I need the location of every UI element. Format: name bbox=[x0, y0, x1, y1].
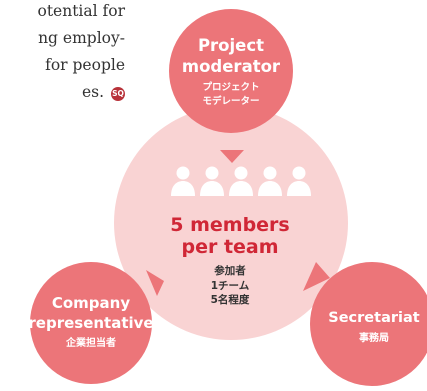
arrow-left-icon bbox=[146, 270, 164, 296]
person-icon bbox=[287, 166, 311, 196]
center-title-line: per team bbox=[181, 236, 279, 258]
center-jp-line: 参加者 bbox=[214, 265, 246, 277]
arrow-down-icon bbox=[220, 150, 244, 163]
company-en-line: Company bbox=[51, 294, 131, 312]
body-text-line: es. SQ bbox=[0, 79, 125, 106]
company-node bbox=[30, 262, 152, 384]
secretariat-jp: 事務局 bbox=[359, 333, 389, 344]
person-icon bbox=[171, 166, 195, 196]
secretariat-node bbox=[310, 262, 427, 386]
secretariat-en: Secretariat bbox=[328, 310, 420, 326]
arrow-right-icon bbox=[303, 262, 330, 291]
person-icon bbox=[200, 166, 224, 196]
moderator-node bbox=[169, 9, 293, 133]
moderator-en-line: moderator bbox=[181, 57, 281, 76]
moderator-jp-line: モデレーター bbox=[202, 96, 260, 107]
body-text: otential for ng employ- for people es. S… bbox=[0, 0, 125, 106]
center-jp-block: 参加者 1チーム 5名程度 bbox=[150, 264, 310, 308]
moderator-en-line: Project bbox=[197, 36, 265, 55]
person-icon bbox=[229, 166, 253, 196]
person-icon bbox=[258, 166, 282, 196]
center-jp-line: 5名程度 bbox=[210, 294, 250, 306]
company-en-line: representative bbox=[28, 314, 154, 332]
people-icon-group bbox=[171, 166, 311, 196]
body-text-line: for people bbox=[45, 56, 125, 74]
center-circle bbox=[114, 106, 348, 340]
secretariat-label: Secretariat 事務局 bbox=[321, 308, 427, 346]
center-label: 5 members per team 参加者 1チーム 5名程度 bbox=[150, 214, 310, 308]
center-jp-line: 1チーム bbox=[210, 279, 250, 292]
body-text-line-end: es. bbox=[82, 83, 105, 101]
company-jp: 企業担当者 bbox=[66, 338, 116, 349]
body-text-line: otential for bbox=[37, 2, 125, 20]
moderator-label: Project moderator プロジェクト モデレーター bbox=[171, 35, 291, 109]
moderator-jp-line: プロジェクト bbox=[202, 82, 260, 93]
center-title-line: 5 members bbox=[170, 214, 290, 236]
company-label: Company representative 企業担当者 bbox=[20, 293, 162, 351]
body-text-line: ng employ- bbox=[38, 29, 125, 47]
sq-badge-icon: SQ bbox=[111, 87, 125, 101]
